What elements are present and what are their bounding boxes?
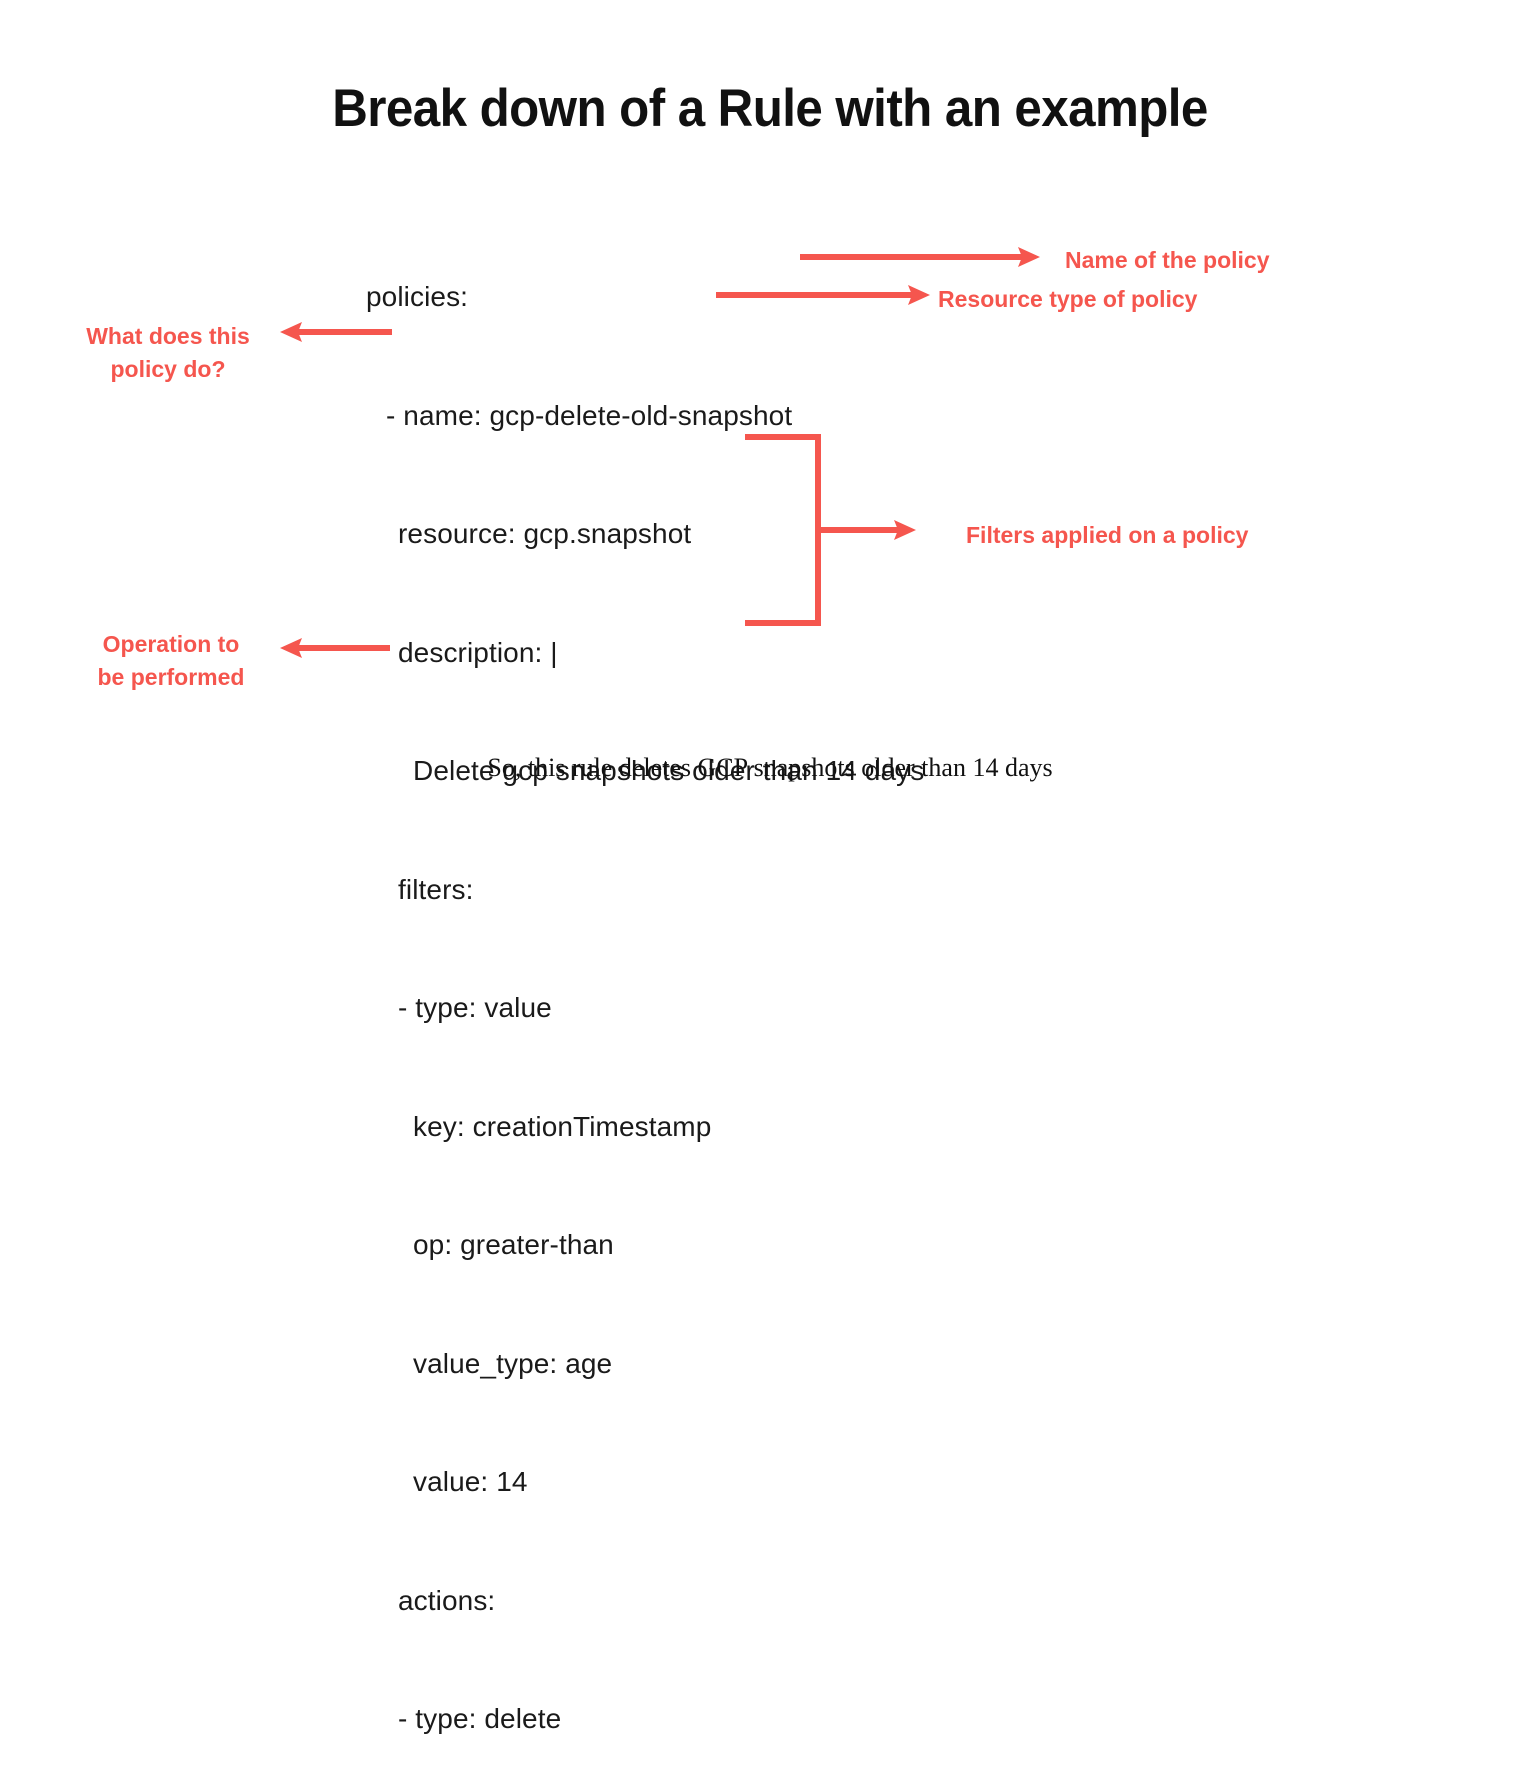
annotation-label-what-does-this-policy-do: What does this policy do? (86, 323, 250, 382)
yaml-line: policies: (366, 281, 469, 312)
yaml-line: key: creationTimestamp (413, 1110, 712, 1142)
yaml-line: - name: gcp-delete-old-snapshot (386, 399, 793, 431)
yaml-line: value_type: age (413, 1347, 613, 1379)
yaml-line: Delete gcp snapshots older than 14 days (413, 755, 925, 786)
yaml-line: value: 14 (413, 1466, 528, 1497)
yaml-line: filters: (398, 873, 474, 905)
page-title: Break down of a Rule with an example (332, 79, 1208, 138)
annotation-label-filters-applied: Filters applied on a policy (966, 522, 1249, 548)
yaml-line: - type: delete (398, 1703, 562, 1734)
yaml-line: op: greater-than (413, 1229, 614, 1260)
annotation-label-operation-to-be-performed: Operation to be performed (97, 631, 245, 690)
yaml-line: description: | (398, 636, 558, 668)
annotation-label-resource-type: Resource type of policy (938, 286, 1198, 312)
yaml-line: actions: (398, 1584, 496, 1616)
summary-caption: So, this rule deletes GCP snapshots olde… (487, 753, 1053, 782)
yaml-policy-code: policies: - name: gcp-delete-old-snapsho… (366, 198, 924, 1778)
annotation-label-name-of-policy: Name of the policy (1065, 247, 1270, 273)
yaml-line: resource: gcp.snapshot (398, 518, 692, 549)
